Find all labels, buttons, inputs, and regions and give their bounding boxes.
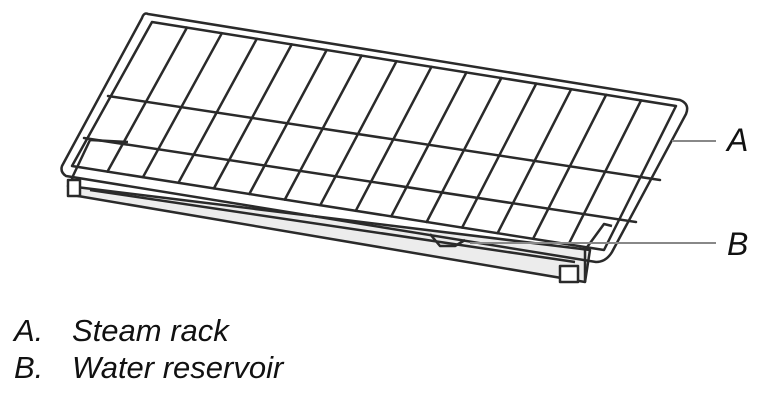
rack-wire bbox=[425, 76, 503, 224]
steam-rack bbox=[60, 12, 689, 264]
callout-letter-a: A bbox=[727, 122, 749, 158]
rack-wire bbox=[567, 99, 643, 246]
rack-wire bbox=[177, 37, 259, 185]
callout-leaders bbox=[470, 140, 716, 244]
rack-wire bbox=[460, 82, 538, 229]
steam-rack-diagram bbox=[60, 12, 716, 284]
rack-wire bbox=[248, 48, 328, 196]
legend: A. Steam rack B. Water reservoir bbox=[14, 312, 283, 386]
rack-wire bbox=[354, 65, 433, 213]
legend-item-water-reservoir: B. Water reservoir bbox=[14, 349, 283, 386]
rack-wire bbox=[141, 31, 224, 179]
water-reservoir bbox=[66, 138, 613, 284]
rack-frame bbox=[60, 12, 689, 264]
rack-wire bbox=[389, 71, 468, 218]
callout-letter-b: B bbox=[727, 226, 749, 262]
legend-label: Water reservoir bbox=[72, 350, 284, 385]
rack-wire bbox=[531, 93, 608, 241]
rack-wire bbox=[212, 43, 293, 190]
rack-crossbar bbox=[106, 94, 662, 182]
rack-wire bbox=[496, 87, 573, 235]
rack-crossbar bbox=[82, 136, 638, 224]
legend-key: A. bbox=[14, 313, 44, 348]
legend-key: B. bbox=[14, 350, 44, 385]
rack-wire bbox=[106, 26, 189, 173]
rack-wire bbox=[319, 59, 398, 207]
legend-item-steam-rack: A. Steam rack bbox=[14, 312, 283, 349]
legend-label: Steam rack bbox=[72, 313, 229, 348]
rack-wire bbox=[283, 54, 363, 201]
